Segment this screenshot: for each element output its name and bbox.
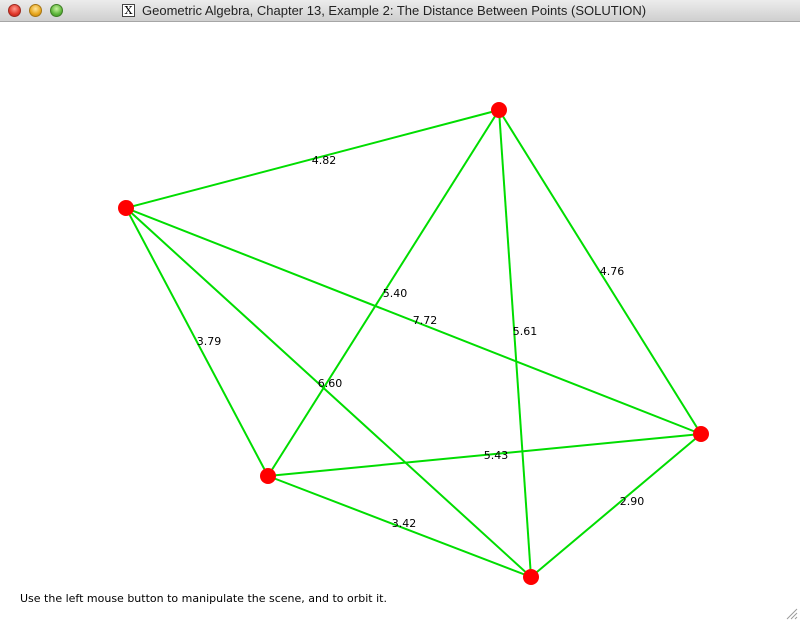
edge-p-left-p-top bbox=[125, 109, 500, 209]
edge-p-top-p-bottom bbox=[498, 109, 532, 578]
edges-layer bbox=[125, 109, 702, 578]
title-bar[interactable]: X Geometric Algebra, Chapter 13, Example… bbox=[0, 0, 800, 22]
distance-label: 3.42 bbox=[392, 517, 417, 530]
distance-labels-layer: 4.82 4.76 5.40 5.61 7.72 3.79 6.60 5.43 3.42 2.90 bbox=[197, 154, 645, 530]
close-icon[interactable] bbox=[8, 4, 21, 17]
x11-icon: X bbox=[122, 4, 135, 17]
edge-p-top-p-bottom-left bbox=[267, 109, 500, 477]
minimize-icon[interactable] bbox=[29, 4, 42, 17]
points-layer bbox=[118, 102, 709, 585]
scene-viewport[interactable]: 4.82 4.76 5.40 5.61 7.72 3.79 6.60 5.43 3.42 2.90 bbox=[0, 22, 800, 622]
point-bottom[interactable] bbox=[523, 569, 539, 585]
distance-label: 4.76 bbox=[600, 265, 625, 278]
edge-p-left-p-right bbox=[125, 207, 702, 435]
edge-p-left-p-bottom-left bbox=[125, 207, 269, 477]
point-bottom-left[interactable] bbox=[260, 468, 276, 484]
distance-label: 5.61 bbox=[513, 325, 538, 338]
point-left[interactable] bbox=[118, 200, 134, 216]
edge-p-top-p-right bbox=[498, 109, 702, 435]
edge-p-bottom-left-p-bottom bbox=[267, 475, 532, 578]
resize-grip-icon[interactable] bbox=[784, 606, 798, 620]
point-right[interactable] bbox=[693, 426, 709, 442]
distance-label: 6.60 bbox=[318, 377, 343, 390]
distance-label: 2.90 bbox=[620, 495, 645, 508]
scene-canvas[interactable]: 4.82 4.76 5.40 5.61 7.72 3.79 6.60 5.43 3.42 2.90 bbox=[0, 22, 800, 622]
edge-p-bottom-p-right bbox=[530, 433, 702, 578]
distance-label: 5.40 bbox=[383, 287, 408, 300]
instructions-text: Use the left mouse button to manipulate … bbox=[20, 592, 387, 605]
distance-label: 4.82 bbox=[312, 154, 337, 167]
edge-p-left-p-bottom bbox=[125, 207, 532, 578]
distance-label: 7.72 bbox=[413, 314, 438, 327]
distance-label: 3.79 bbox=[197, 335, 222, 348]
point-top[interactable] bbox=[491, 102, 507, 118]
maximize-icon[interactable] bbox=[50, 4, 63, 17]
edge-p-bottom-left-p-right bbox=[267, 433, 702, 477]
window-title: Geometric Algebra, Chapter 13, Example 2… bbox=[142, 3, 647, 18]
distance-label: 5.43 bbox=[484, 449, 509, 462]
